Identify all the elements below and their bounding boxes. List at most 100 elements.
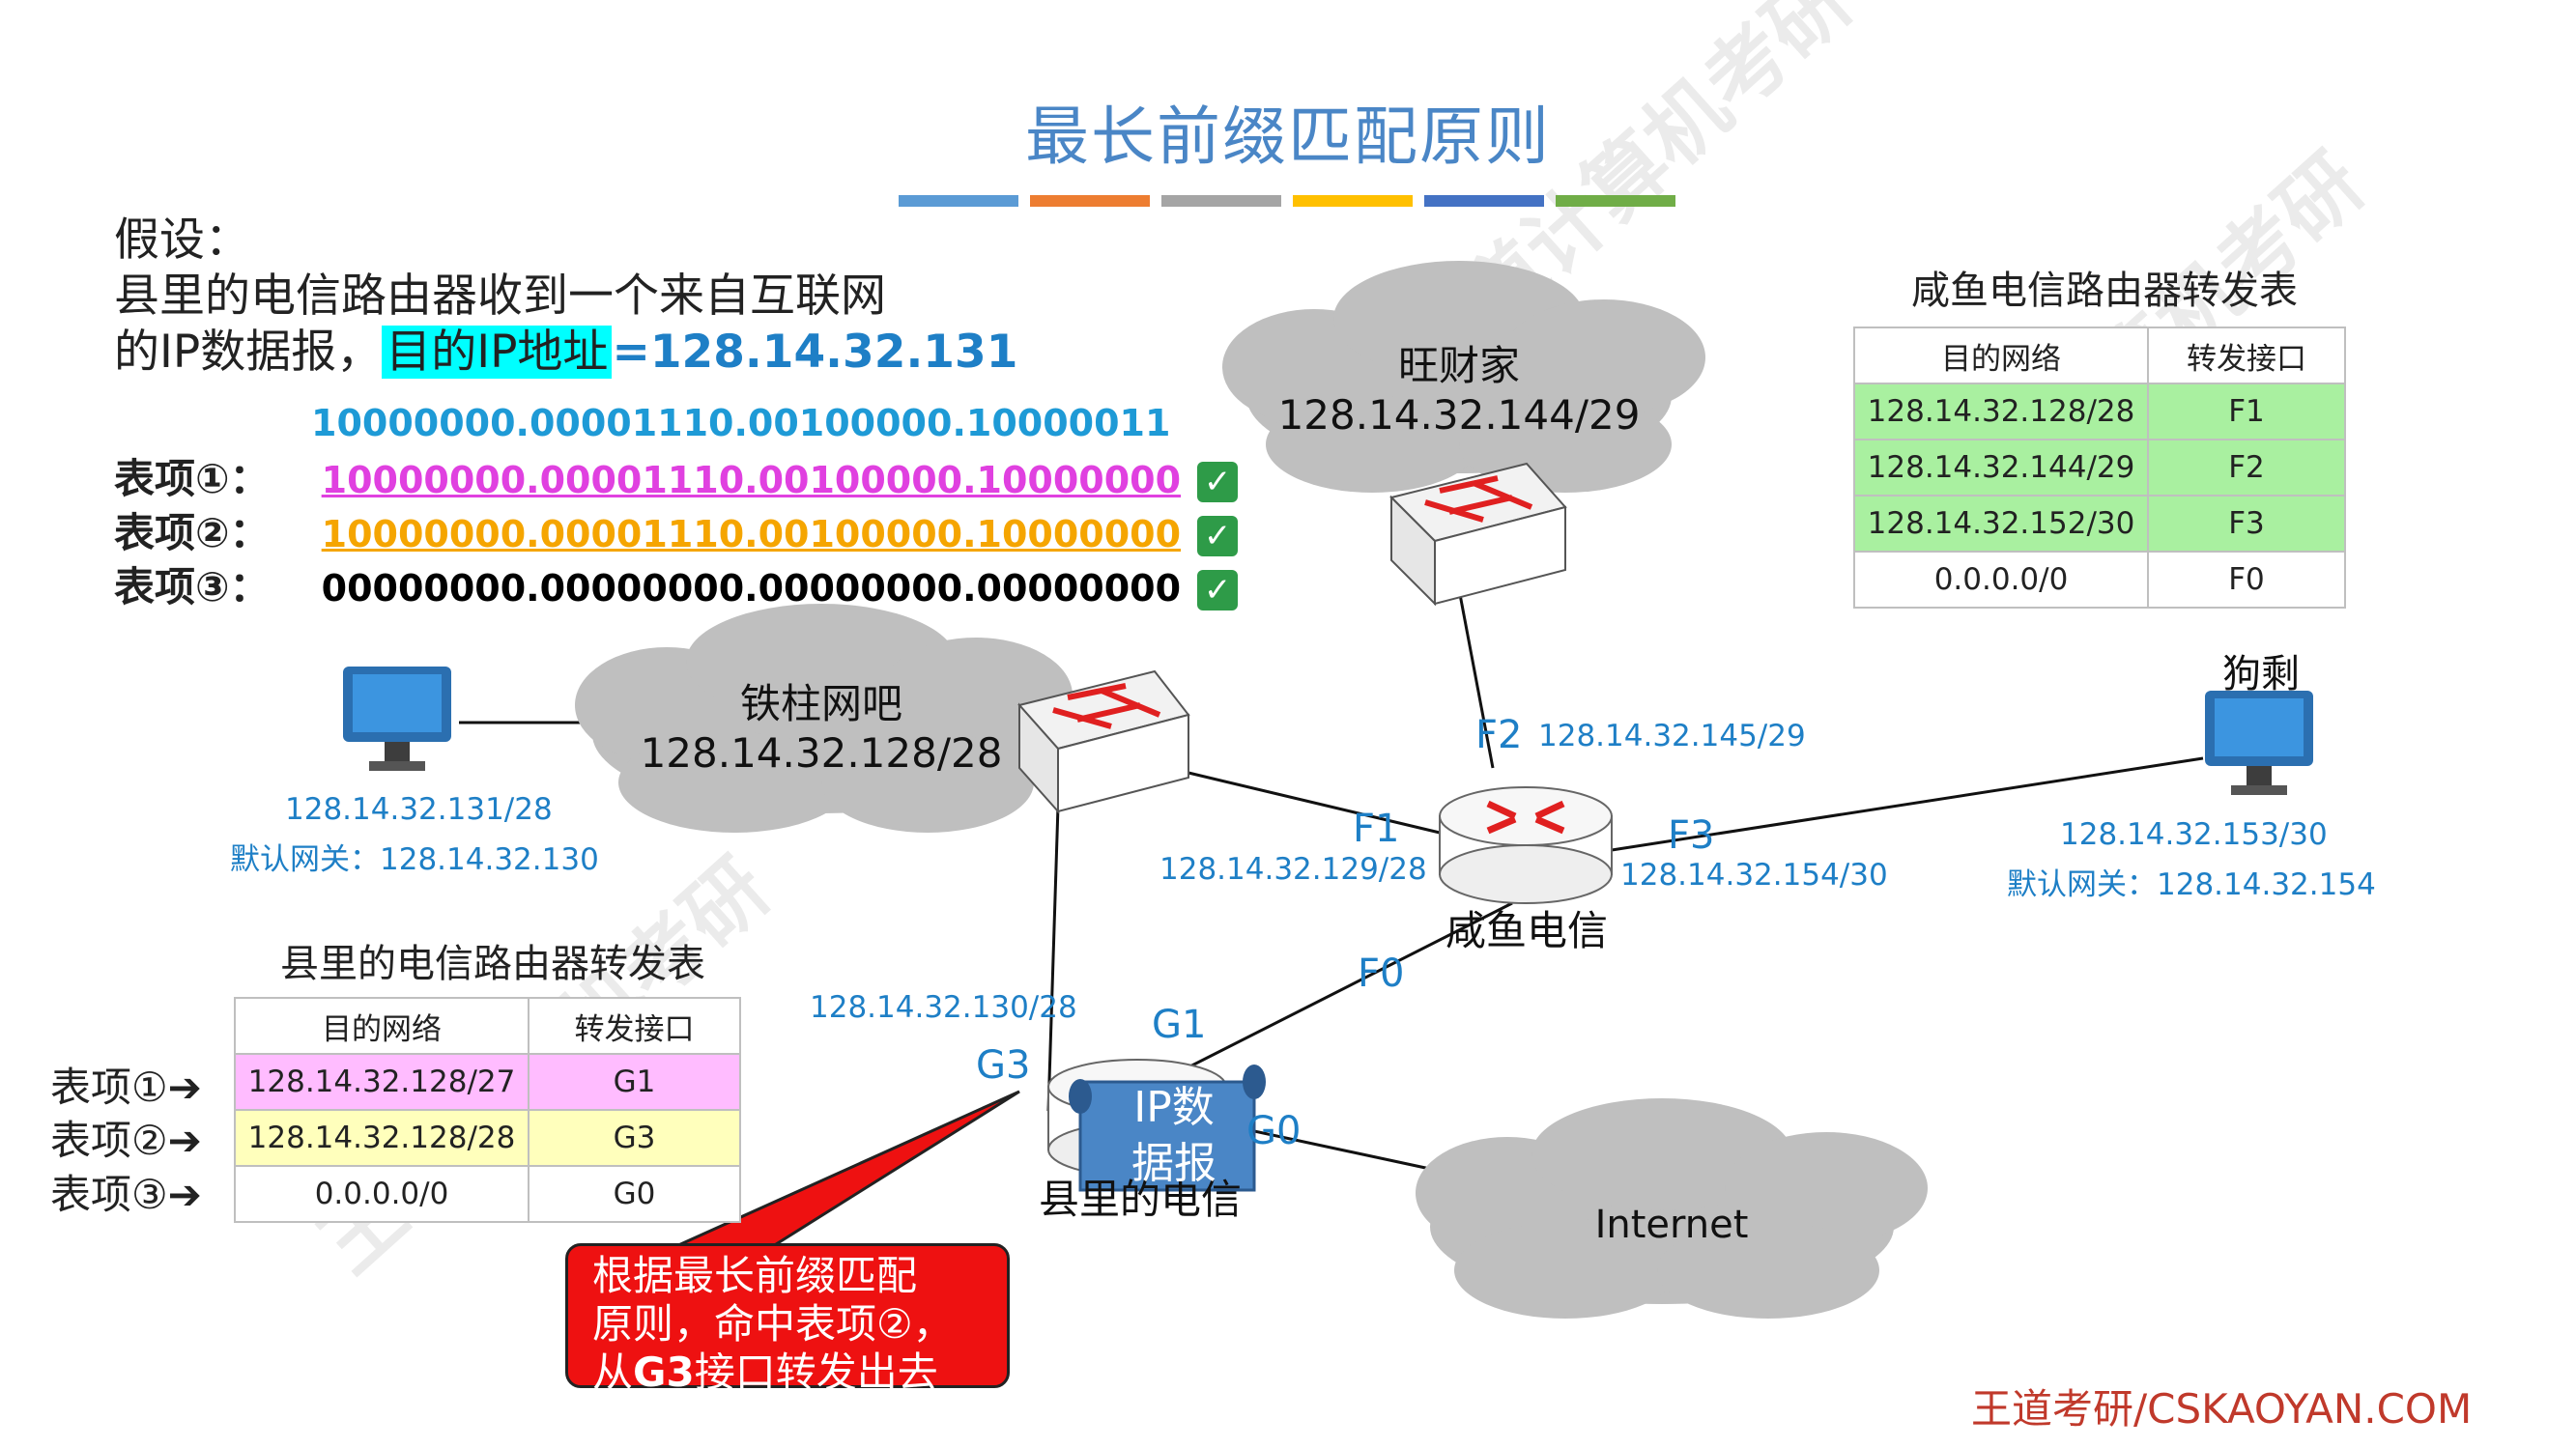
link — [1046, 805, 1060, 1112]
row-label: 表项② — [50, 1117, 168, 1164]
host-right-name: 狗剩 — [2222, 652, 2300, 696]
accent-bar — [1161, 195, 1281, 207]
cloud-tiezhu-name: 铁柱网吧 — [739, 680, 902, 727]
page-title: 最长前缀匹配原则 — [1025, 99, 1551, 174]
interface-F0-label: F0 — [1358, 951, 1405, 996]
link — [1188, 771, 1441, 835]
router-xianyu — [1439, 786, 1613, 904]
table-cell: 128.14.32.144/29 — [1853, 439, 2149, 497]
host-left-ip: 128.14.32.131/28 — [285, 792, 553, 827]
binary-entry-2: 表项②： 10000000.00001110.00100000.10000000… — [114, 500, 1239, 559]
county-row-label-2: 表项②➔ — [50, 1108, 202, 1167]
link — [1611, 756, 2204, 852]
table-cell: F1 — [2147, 383, 2346, 440]
callout-text: 从 — [592, 1349, 634, 1396]
interface-F2-ip: 128.14.32.145/29 — [1538, 719, 1806, 753]
xianyu-forwarding-table: 目的网络 转发接口 128.14.32.128/28 F1 128.14.32.… — [1853, 327, 2346, 609]
callout-line3: 从G3接口转发出去 — [592, 1349, 1007, 1397]
entry-binary: 00000000.00000000.00000000.00000000 — [321, 567, 1182, 610]
table-row: 128.14.32.144/29 F2 — [1853, 439, 2346, 497]
ip-packet-label: IP数据报 — [1131, 1083, 1216, 1188]
county-forwarding-table: 目的网络 转发接口 128.14.32.128/27 G1 128.14.32.… — [234, 997, 741, 1223]
entry-label: 表项②： — [114, 509, 271, 556]
table-row: 128.14.32.128/28 F1 — [1853, 383, 2346, 440]
cloud-internet-name: Internet — [1594, 1203, 1749, 1247]
binary-entry-1: 表项①： 10000000.00001110.00100000.10000000… — [114, 446, 1239, 505]
dest-ip-value: =128.14.32.131 — [612, 326, 1018, 379]
table-row: 0.0.0.0/0 F0 — [1853, 551, 2346, 609]
table-header-row: 目的网络 转发接口 — [1853, 327, 2346, 384]
check-icon: ✓ — [1197, 462, 1239, 502]
binary-entry-3: 表项③： 00000000.00000000.00000000.00000000… — [114, 554, 1239, 613]
table-cell: 0.0.0.0/0 — [234, 1165, 530, 1223]
county-row-label-3: 表项③➔ — [50, 1162, 202, 1221]
binary-dest: 10000000.00001110.00100000.10000011 — [311, 402, 1171, 444]
assumption-line2: 县里的电信路由器收到一个来自互联网 — [114, 270, 886, 323]
accent-bar — [899, 195, 1018, 207]
table-cell: 0.0.0.0/0 — [1853, 551, 2149, 609]
table-cell: G0 — [528, 1165, 741, 1223]
callout-line1: 根据最长前缀匹配 — [592, 1252, 918, 1299]
xianyu-table-title: 咸鱼电信路由器转发表 — [1911, 269, 2298, 313]
ip-packet-icon — [1069, 1065, 1266, 1192]
column-header: 目的网络 — [234, 997, 530, 1055]
host-left-monitor-icon — [343, 667, 451, 771]
county-table-title: 县里的电信路由器转发表 — [280, 942, 705, 986]
callout-interface: G3 — [633, 1349, 695, 1396]
table-cell: 128.14.32.128/27 — [234, 1053, 530, 1111]
cloud-internet — [1416, 1098, 1928, 1319]
table-cell: G1 — [528, 1053, 741, 1111]
table-row: 0.0.0.0/0 G0 — [234, 1165, 741, 1223]
row-label: 表项① — [50, 1064, 168, 1111]
accent-bar — [1293, 195, 1413, 207]
host-left-gateway: 默认网关：128.14.32.130 — [230, 842, 599, 877]
link — [1159, 901, 1513, 1084]
router-county-name: 县里的电信 — [1038, 1176, 1242, 1223]
table-cell: F2 — [2147, 439, 2346, 497]
table-cell: F0 — [2147, 551, 2346, 609]
host-right-gateway: 默认网关：128.14.32.154 — [2007, 867, 2376, 902]
table-row: 128.14.32.128/27 G1 — [234, 1053, 741, 1111]
interface-G0-label: G0 — [1246, 1109, 1302, 1153]
table-cell: G3 — [528, 1109, 741, 1167]
cloud-wangcai — [1222, 261, 1705, 493]
network-links — [459, 588, 2204, 1171]
interface-G3-label: G3 — [976, 1043, 1031, 1088]
host-right-ip: 128.14.32.153/30 — [2060, 817, 2328, 852]
entry-binary: 10000000.00001110.00100000.10000000 — [321, 513, 1182, 555]
cloud-tiezhu-net: 128.14.32.128/28 — [640, 729, 1003, 777]
table-row: 128.14.32.128/28 G3 — [234, 1109, 741, 1167]
accent-bar — [1030, 195, 1150, 207]
county-row-label-1: 表项①➔ — [50, 1055, 202, 1114]
accent-bar — [1424, 195, 1544, 207]
table-cell: 128.14.32.152/30 — [1853, 495, 2149, 553]
link — [1457, 588, 1495, 769]
table-row: 128.14.32.152/30 F3 — [1853, 495, 2346, 553]
table-cell: 128.14.32.128/28 — [234, 1109, 530, 1167]
row-label: 表项③ — [50, 1171, 168, 1218]
column-header: 转发接口 — [2147, 327, 2346, 384]
table-header-row: 目的网络 转发接口 — [234, 997, 741, 1055]
accent-bar — [1556, 195, 1675, 207]
switch-tiezhu — [1017, 669, 1190, 814]
assumption-line1: 假设： — [114, 213, 250, 267]
footer-brand: 王道考研/CSKAOYAN.COM — [1971, 1385, 2473, 1433]
check-icon: ✓ — [1197, 516, 1239, 556]
callout-box: 根据最长前缀匹配 原则，命中表项②， 从G3接口转发出去 — [565, 1243, 1010, 1396]
router-xianyu-name: 咸鱼电信 — [1445, 907, 1608, 954]
interface-F1-label: F1 — [1353, 807, 1400, 851]
interface-G3-ip: 128.14.32.130/28 — [810, 990, 1077, 1025]
callout-line2: 原则，命中表项②， — [592, 1300, 954, 1348]
entry-label: 表项①： — [114, 455, 271, 502]
assumption-line3-prefix: 的IP数据报， — [114, 326, 383, 379]
interface-F3-ip: 128.14.32.154/30 — [1620, 858, 1888, 893]
assumption-text: 假设： 县里的电信路由器收到一个来自互联网 的IP数据报，目的IP地址=128.… — [114, 213, 1017, 381]
link — [1226, 1123, 1431, 1171]
entry-binary: 10000000.00001110.00100000.10000000 — [321, 459, 1182, 501]
interface-F1-ip: 128.14.32.129/28 — [1159, 852, 1427, 887]
dest-ip-label: 目的IP地址 — [382, 326, 613, 379]
arrow-right-icon: ➔ — [167, 1117, 202, 1164]
column-header: 转发接口 — [528, 997, 741, 1055]
assumption-line3: 的IP数据报，目的IP地址=128.14.32.131 — [114, 325, 1017, 381]
